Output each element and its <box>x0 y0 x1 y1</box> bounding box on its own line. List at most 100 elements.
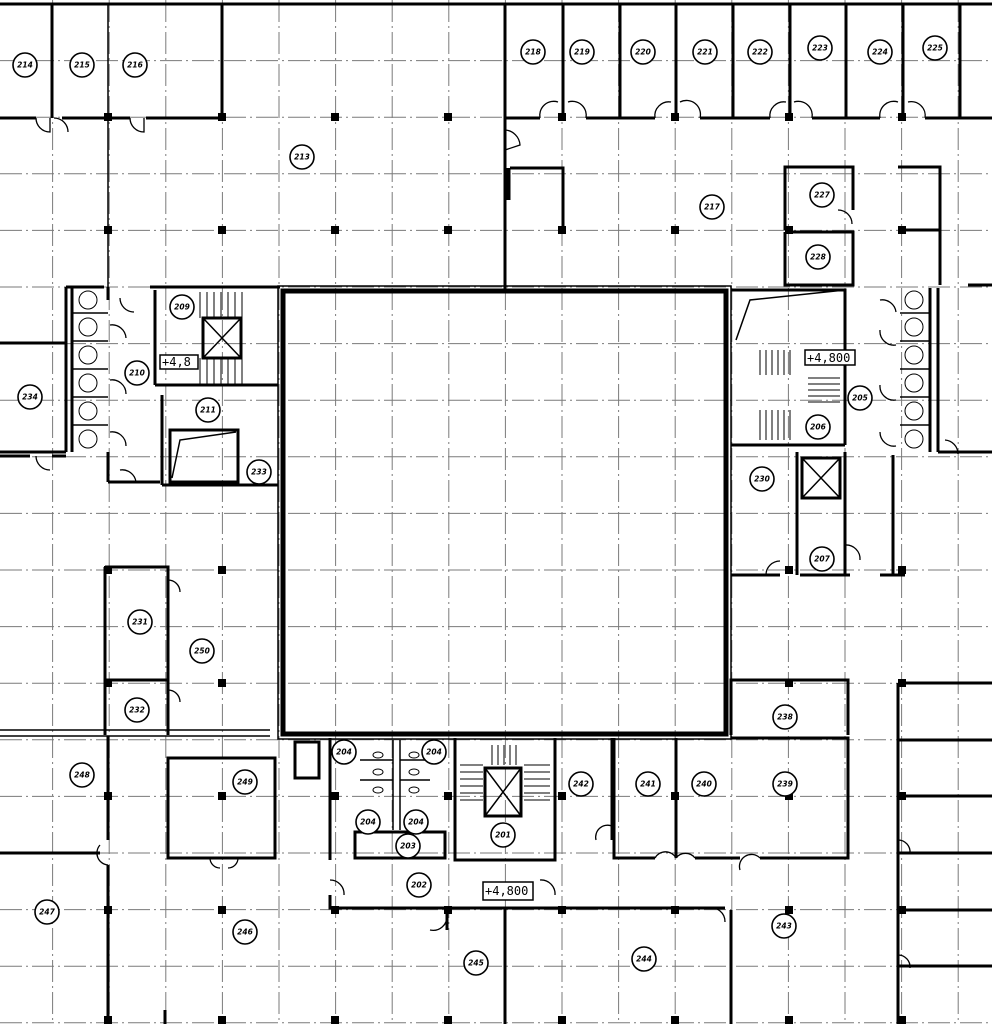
room-tag-circle <box>847 385 873 411</box>
elevation-mark: +4,800 <box>804 349 856 366</box>
room-number: 222 <box>752 48 768 57</box>
column <box>218 226 226 234</box>
room-number: 244 <box>636 955 652 964</box>
room-tag: 205 <box>847 385 873 411</box>
elevation-label: +4,8 <box>162 355 191 369</box>
column <box>331 113 339 121</box>
room-tag: 204 <box>403 809 429 835</box>
room-tag-circle <box>692 39 718 65</box>
column <box>104 566 112 574</box>
room-tag: 230 <box>749 466 775 492</box>
elevation-mark: +4,8 <box>159 354 199 370</box>
room-tag: 222 <box>747 39 773 65</box>
room-tag: 224 <box>867 39 893 65</box>
room-number: 245 <box>468 959 484 968</box>
room-tag: 233 <box>246 459 272 485</box>
room-tag-circle <box>69 762 95 788</box>
room-tag-circle <box>406 872 432 898</box>
room-number: 249 <box>237 778 253 787</box>
room-tag: 227 <box>809 182 835 208</box>
room-tag-circle <box>395 833 421 859</box>
stairs <box>199 292 840 801</box>
room-tag: 206 <box>805 414 831 440</box>
room-number: 228 <box>810 253 826 262</box>
room-tag-circle <box>691 771 717 797</box>
room-tag-circle <box>189 638 215 664</box>
room-number: 218 <box>525 48 541 57</box>
column <box>671 226 679 234</box>
room-tag-circle <box>232 769 258 795</box>
room-tag-circle <box>568 771 594 797</box>
room-tag-circle <box>772 771 798 797</box>
room-tag-circle <box>127 609 153 635</box>
room-tag: 242 <box>568 771 594 797</box>
column <box>898 1016 906 1024</box>
column <box>444 792 452 800</box>
room-tag: 228 <box>805 244 831 270</box>
room-tag: 217 <box>699 194 725 220</box>
column <box>218 792 226 800</box>
room-tag: 213 <box>289 144 315 170</box>
room-tag-circle <box>807 35 833 61</box>
room-number: 214 <box>17 61 33 70</box>
room-number: 224 <box>872 48 888 57</box>
room-number: 201 <box>495 831 511 840</box>
room-tag-circle <box>463 950 489 976</box>
room-tag: 204 <box>331 739 357 765</box>
room-tag: 203 <box>395 833 421 859</box>
room-tag-circle <box>867 39 893 65</box>
room-number: 213 <box>294 153 310 162</box>
room-number: 217 <box>704 203 720 212</box>
room-number: 223 <box>812 44 828 53</box>
room-tag-circle <box>195 397 221 423</box>
column <box>558 792 566 800</box>
room-tag: 240 <box>691 771 717 797</box>
room-tag: 204 <box>421 739 447 765</box>
room-number: 204 <box>408 818 424 827</box>
room-tag: 232 <box>124 697 150 723</box>
room-tag-circle <box>520 39 546 65</box>
room-tag: 207 <box>809 546 835 572</box>
room-number: 221 <box>697 48 713 57</box>
room-number: 219 <box>574 48 590 57</box>
room-tag-circle <box>421 739 447 765</box>
room-number: 238 <box>777 713 793 722</box>
room-tag: 234 <box>17 384 43 410</box>
column <box>785 1016 793 1024</box>
room-number: 210 <box>129 369 145 378</box>
room-tag: 244 <box>631 946 657 972</box>
room-number: 230 <box>754 475 770 484</box>
room-number: 204 <box>360 818 376 827</box>
room-tag: 247 <box>34 899 60 925</box>
room-tag-circle <box>355 809 381 835</box>
room-tag: 241 <box>635 771 661 797</box>
room-tag-circle <box>403 809 429 835</box>
column <box>331 792 339 800</box>
room-number: 209 <box>174 303 190 312</box>
room-tag-circle <box>69 52 95 78</box>
room-number: 215 <box>74 61 90 70</box>
column <box>104 679 112 687</box>
room-number: 234 <box>22 393 38 402</box>
room-tag-circle <box>289 144 315 170</box>
room-number: 246 <box>237 928 253 937</box>
room-tag-circle <box>246 459 272 485</box>
room-number: 225 <box>927 44 943 53</box>
column <box>785 566 793 574</box>
room-tag-circle <box>169 294 195 320</box>
room-tag-circle <box>12 52 38 78</box>
column <box>218 1016 226 1024</box>
room-number: 248 <box>74 771 90 780</box>
room-tag: 210 <box>124 360 150 386</box>
room-number: 227 <box>814 191 830 200</box>
room-tag: 246 <box>232 919 258 945</box>
room-number: 240 <box>696 780 712 789</box>
column <box>444 226 452 234</box>
column <box>785 679 793 687</box>
room-tag: 249 <box>232 769 258 795</box>
elevation-label: +4,800 <box>807 351 850 365</box>
